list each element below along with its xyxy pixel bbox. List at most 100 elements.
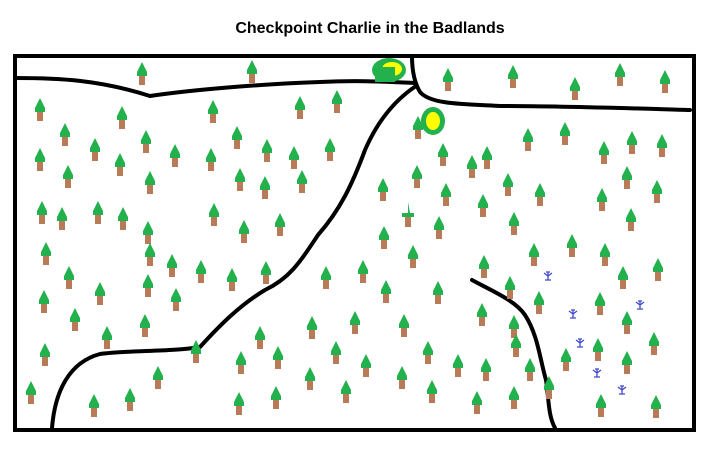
tree-icon — [626, 208, 636, 231]
tree-icon — [433, 281, 443, 304]
tree-icon — [227, 268, 237, 291]
tree-icon — [89, 394, 99, 417]
tree-icon — [41, 242, 51, 265]
tree-icon — [191, 340, 201, 363]
shrub-icon — [568, 309, 578, 319]
tree-icon — [567, 234, 577, 257]
tree-icon — [93, 201, 103, 224]
tree-icon — [596, 394, 606, 417]
tree-icon — [260, 176, 270, 199]
tree-icon — [358, 260, 368, 283]
tree-icon — [482, 146, 492, 169]
tree-icon — [295, 96, 305, 119]
tree-icon — [599, 141, 609, 164]
tree-icon — [297, 170, 307, 193]
shrub-icon — [635, 300, 645, 310]
tree-icon — [341, 380, 351, 403]
tree-icon — [307, 316, 317, 339]
tree-icon — [399, 314, 409, 337]
tree-icon — [145, 243, 155, 266]
tree-icon — [64, 266, 74, 289]
tree-icon — [525, 358, 535, 381]
tree-icon — [529, 243, 539, 266]
tree-icon — [652, 180, 662, 203]
tree-icon — [649, 332, 659, 355]
tree-icon — [236, 351, 246, 374]
tree-icon — [438, 143, 448, 166]
tree-icon — [481, 358, 491, 381]
tree-icon — [271, 386, 281, 409]
tree-icon — [196, 260, 206, 283]
shrub-icon — [617, 385, 627, 395]
tree-icon — [472, 391, 482, 414]
checkpoint-marker — [421, 107, 445, 135]
tree-icon — [397, 366, 407, 389]
tree-icon — [511, 334, 521, 357]
tree-icon — [35, 148, 45, 171]
tree-icon — [35, 98, 45, 121]
tree-icon — [143, 274, 153, 297]
tree-icon — [509, 386, 519, 409]
tree-icon — [275, 213, 285, 236]
tree-icon — [57, 207, 67, 230]
tree-icon — [262, 139, 272, 162]
tree-icon — [141, 130, 151, 153]
tree-icon — [273, 346, 283, 369]
road-top-left — [13, 76, 417, 98]
tree-icon — [325, 138, 335, 161]
tree-icon — [453, 354, 463, 377]
tree-icon — [600, 243, 610, 266]
tree-icon — [39, 290, 49, 313]
tree-icon — [145, 171, 155, 194]
tree-icon — [508, 65, 518, 88]
tree-icon — [95, 282, 105, 305]
tree-icon — [289, 146, 299, 169]
tree-icon — [408, 245, 418, 268]
tree-icon — [102, 326, 112, 349]
tree-icon — [657, 134, 667, 157]
tree-icon — [412, 165, 422, 188]
shrub-icon — [543, 271, 553, 281]
tree-icon — [70, 308, 80, 331]
tree-icon — [232, 126, 242, 149]
tree-icon — [60, 123, 70, 146]
tree-icon — [509, 212, 519, 235]
tree-icon — [622, 351, 632, 374]
tree-icon — [561, 348, 571, 371]
tree-icon — [63, 165, 73, 188]
road-top-right — [410, 54, 692, 112]
tree-icon — [651, 395, 661, 418]
tree-icon — [247, 60, 257, 83]
tree-icon — [523, 128, 533, 151]
map-border — [13, 54, 696, 432]
tree-icon — [90, 138, 100, 161]
tree-icon — [505, 276, 515, 299]
tree-icon — [37, 201, 47, 224]
tree-icon — [427, 380, 437, 403]
tree-icon — [381, 280, 391, 303]
tree-icon — [118, 207, 128, 230]
map-title: Checkpoint Charlie in the Badlands — [235, 20, 505, 37]
tree-icon — [503, 173, 513, 196]
tree-icon — [622, 166, 632, 189]
tree-icon — [467, 155, 477, 178]
tree-icon — [653, 258, 663, 281]
tree-icon — [535, 183, 545, 206]
tree-icon — [570, 77, 580, 100]
tree-icon — [622, 311, 632, 334]
tree-icon — [206, 148, 216, 171]
shrub-icon — [575, 338, 585, 348]
tree-icon — [595, 292, 605, 315]
tree-icon — [209, 203, 219, 226]
tree-icon — [379, 226, 389, 249]
tree-icon — [140, 314, 150, 337]
tree-icon — [378, 178, 388, 201]
tree-icon — [235, 168, 245, 191]
tree-icon — [331, 341, 341, 364]
tree-icon — [443, 68, 453, 91]
tree-icon — [509, 315, 519, 338]
shrub-icon — [592, 368, 602, 378]
tree-icon — [544, 376, 554, 399]
tree-icon — [593, 338, 603, 361]
